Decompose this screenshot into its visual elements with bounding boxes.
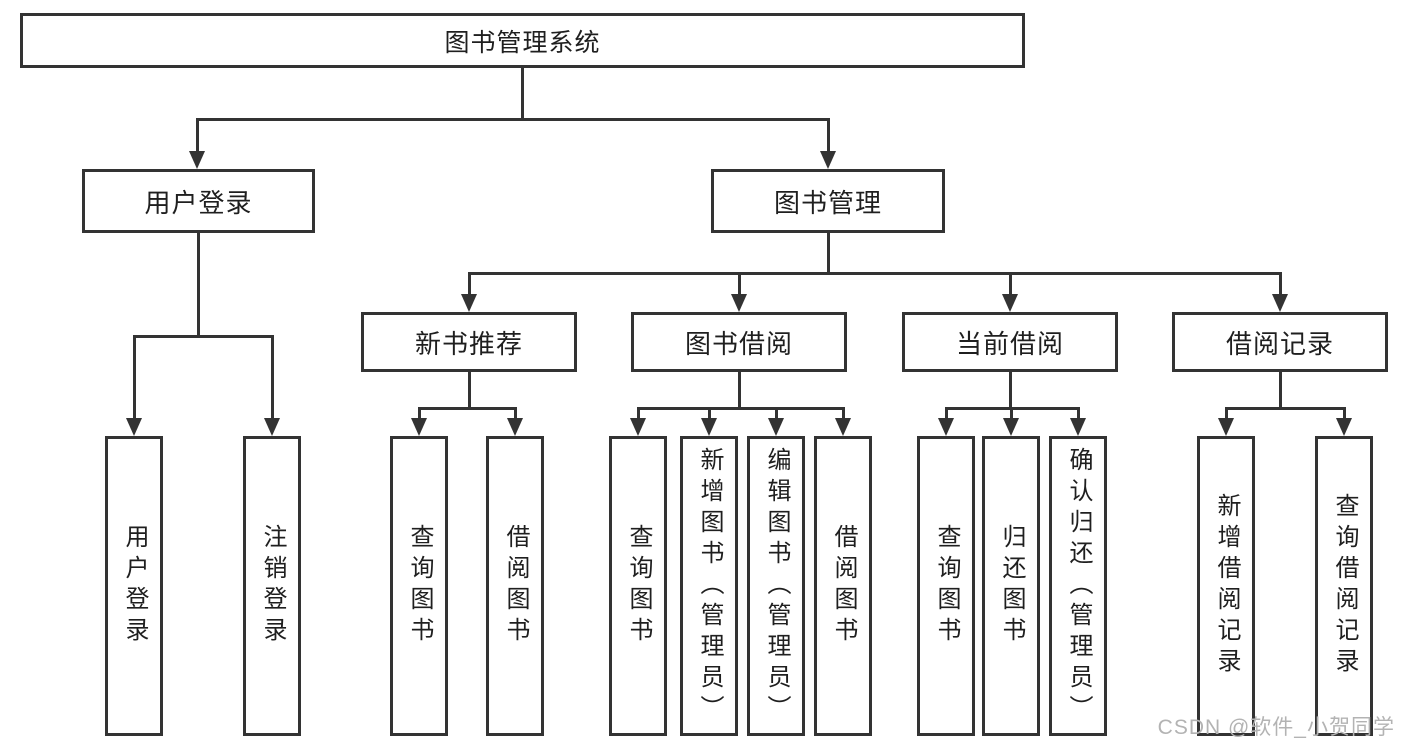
connector-line [945,407,948,418]
arrow-down-icon [126,418,142,436]
node-label: 图书管理系统 [444,28,601,57]
node-label: 查询图书 [406,524,433,648]
leaf-query-books-recommend: 查询图书 [390,436,448,736]
node-label: 确认归还（管理员） [1065,446,1092,726]
node-label: 查询图书 [933,524,960,648]
arrow-down-icon [189,151,205,169]
leaf-user-login: 用户登录 [105,436,163,736]
node-label: 归还图书 [998,524,1025,648]
leaf-return-books: 归还图书 [982,436,1040,736]
node-label: 新书推荐 [414,328,523,359]
connector-line [1077,407,1080,418]
node-label: 借阅图书 [830,524,857,648]
node-label: 当前借阅 [955,328,1064,359]
arrow-down-icon [731,294,747,312]
node-label: 新增借阅记录 [1213,493,1240,679]
node-label: 用户登录 [121,524,148,648]
connector-line [133,335,136,418]
node-label: 查询图书 [625,524,652,648]
connector-line [133,335,274,338]
arrow-down-icon [835,418,851,436]
node-label: 查询借阅记录 [1331,493,1358,679]
arrow-down-icon [1002,294,1018,312]
leaf-query-books-borrow: 查询图书 [609,436,667,736]
leaf-borrow-books: 借阅图书 [814,436,872,736]
connector-line [708,407,711,418]
arrow-down-icon [507,418,523,436]
connector-line [827,233,830,272]
connector-line [842,407,845,418]
leaf-logout: 注销登录 [243,436,301,736]
connector-line [1009,372,1012,407]
arrow-down-icon [1218,418,1234,436]
connector-line [1343,407,1346,418]
leaf-borrow-books-recommend: 借阅图书 [486,436,544,736]
node-label: 图书管理 [773,187,882,218]
connector-line [197,233,200,335]
connector-line [738,272,741,294]
arrow-down-icon [1336,418,1352,436]
node-label: 注销登录 [259,524,286,648]
arrow-down-icon [411,418,427,436]
connector-line [468,372,471,407]
connector-line [514,407,517,418]
connector-line [1010,407,1013,418]
connector-line [775,407,778,418]
connector-line [1279,272,1282,294]
connector-line [418,407,517,410]
connector-line [468,272,1281,275]
arrow-down-icon [1003,418,1019,436]
connector-line [637,407,845,410]
connector-line [521,68,524,118]
connector-line [196,118,830,121]
node-borrow-records: 借阅记录 [1172,312,1388,372]
arrow-down-icon [1070,418,1086,436]
node-label: 图书借阅 [684,328,793,359]
csdn-watermark: CSDN @软件_小贺同学 [1157,716,1395,739]
leaf-edit-books-admin: 编辑图书（管理员） [747,436,805,736]
connector-line [827,118,830,151]
connector-line [1279,372,1282,407]
connector-line [637,407,640,418]
connector-line [418,407,421,418]
node-user-login: 用户登录 [82,169,315,233]
connector-line [1225,407,1345,410]
leaf-add-books-admin: 新增图书（管理员） [680,436,738,736]
arrow-down-icon [820,151,836,169]
connector-line [271,335,274,418]
arrow-down-icon [461,294,477,312]
connector-line [1225,407,1228,418]
node-label: 新增图书（管理员） [696,446,723,726]
node-label: 借阅图书 [502,524,529,648]
node-book-borrow: 图书借阅 [631,312,847,372]
leaf-query-borrow-record: 查询借阅记录 [1315,436,1373,736]
connector-line [1009,272,1012,294]
arrow-down-icon [630,418,646,436]
node-current-borrow: 当前借阅 [902,312,1118,372]
arrow-down-icon [264,418,280,436]
connector-line [738,372,741,407]
arrow-down-icon [938,418,954,436]
node-label: 用户登录 [144,187,253,218]
node-book-management: 图书管理 [711,169,945,233]
node-new-book-recommend: 新书推荐 [361,312,577,372]
node-label: 编辑图书（管理员） [763,446,790,726]
connector-line [468,272,471,294]
arrow-down-icon [701,418,717,436]
leaf-query-books-current: 查询图书 [917,436,975,736]
node-root-system: 图书管理系统 [20,13,1025,68]
connector-line [196,118,199,151]
leaf-add-borrow-record: 新增借阅记录 [1197,436,1255,736]
leaf-confirm-return-admin: 确认归还（管理员） [1049,436,1107,736]
node-label: 借阅记录 [1225,328,1334,359]
arrow-down-icon [768,418,784,436]
arrow-down-icon [1272,294,1288,312]
